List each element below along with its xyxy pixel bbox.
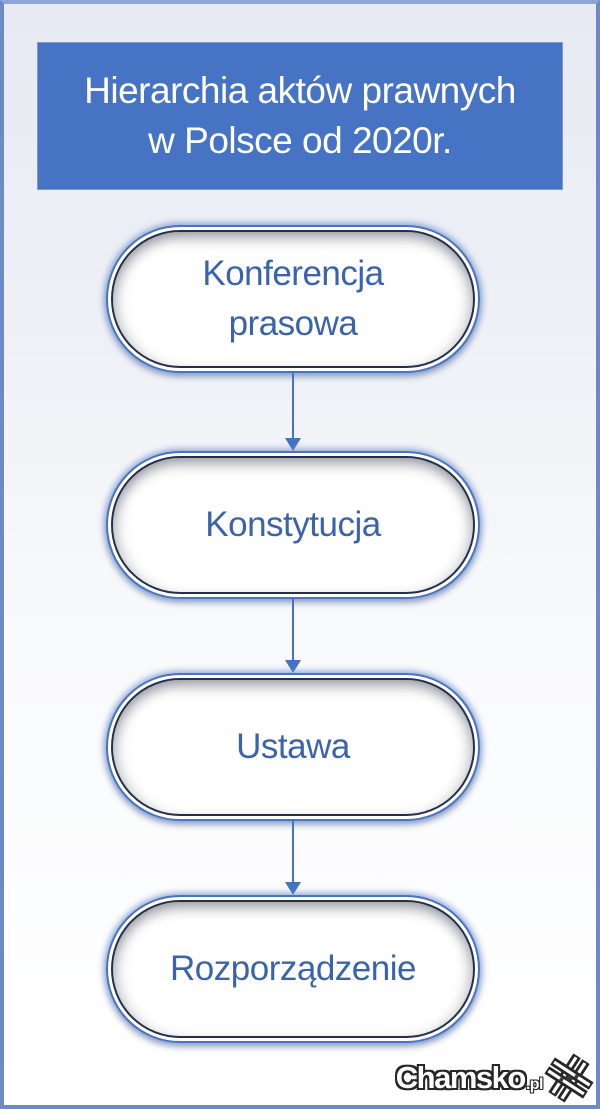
arrow-shaft [291, 821, 294, 882]
node-label-line: Rozporządzenie [170, 949, 416, 988]
arrow-head-icon [284, 660, 301, 673]
node-ustawa: Ustawa [106, 673, 480, 821]
title-line-2: w Polsce od 2020r. [148, 120, 452, 161]
title-line-1: Hierarchia aktów prawnych [84, 70, 516, 111]
watermark-suffix-text: .pl [525, 1076, 544, 1093]
node-rozporzadzenie-body: Rozporządzenie [111, 900, 475, 1038]
node-konferencja-prasowa-body: Konferencja prasowa [111, 230, 475, 368]
node-label-line: Ustawa [236, 727, 350, 766]
arrow-head-icon [284, 438, 301, 451]
node-label-line: Konferencja [202, 254, 384, 293]
arrow-down-connector-2 [284, 599, 301, 673]
node-konstytucja-body: Konstytucja [111, 456, 475, 594]
arrow-shaft [291, 599, 294, 660]
watermark-chamsko: Chamsko .pl [395, 1052, 595, 1104]
node-konferencja-prasowa: Konferencja prasowa [106, 225, 480, 373]
diagram-title-banner: Hierarchia aktów prawnych w Polsce od 20… [37, 42, 563, 190]
arrow-down-connector-1 [284, 373, 301, 451]
node-konstytucja: Konstytucja [106, 451, 480, 599]
node-ustawa-body: Ustawa [111, 678, 475, 816]
node-rozporzadzenie: Rozporządzenie [106, 895, 480, 1043]
node-label-line: prasowa [228, 304, 358, 343]
node-label-line: Konstytucja [205, 505, 381, 544]
arrow-down-connector-3 [284, 821, 301, 895]
arrow-head-icon [284, 882, 301, 895]
arrow-shaft [291, 373, 294, 438]
watermark-brand-text: Chamsko [395, 1060, 527, 1095]
hash-icon [543, 1052, 595, 1104]
